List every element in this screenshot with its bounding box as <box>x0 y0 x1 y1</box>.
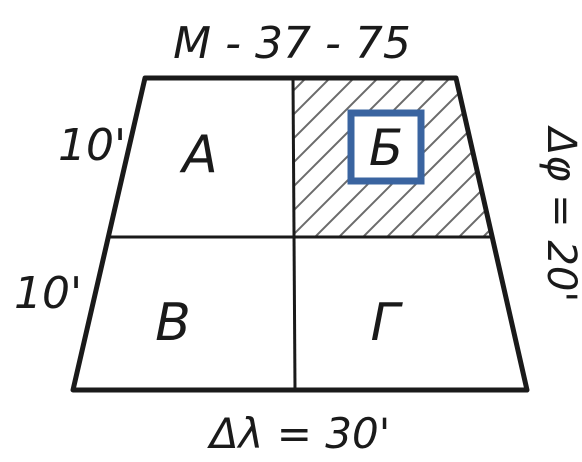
hatch-line <box>293 78 417 237</box>
hatch-line <box>293 78 441 237</box>
hatch-line <box>293 78 345 237</box>
left-label-upper: 10' <box>58 120 126 171</box>
sheet-title: M - 37 - 75 <box>173 18 411 69</box>
highlight-box <box>347 109 425 185</box>
cell-label-bottom-left: В <box>155 293 191 353</box>
cell-label-top-right: Б <box>369 119 403 177</box>
left-label-lower: 10' <box>14 268 82 319</box>
trapezoid-outline <box>70 75 530 393</box>
cell-label-top-left: А <box>179 125 218 185</box>
vertical-divider <box>291 77 297 391</box>
bottom-label: Δλ = 30' <box>207 409 390 458</box>
hatch-line <box>387 78 490 237</box>
hatch-line <box>435 78 490 237</box>
hatch-line <box>411 78 490 237</box>
hatch-line <box>339 78 490 237</box>
hatch-line <box>293 78 369 237</box>
right-label: Δφ = 20' <box>538 125 582 303</box>
hatch-line <box>315 78 490 237</box>
cell-label-bottom-right: Г <box>371 293 404 353</box>
